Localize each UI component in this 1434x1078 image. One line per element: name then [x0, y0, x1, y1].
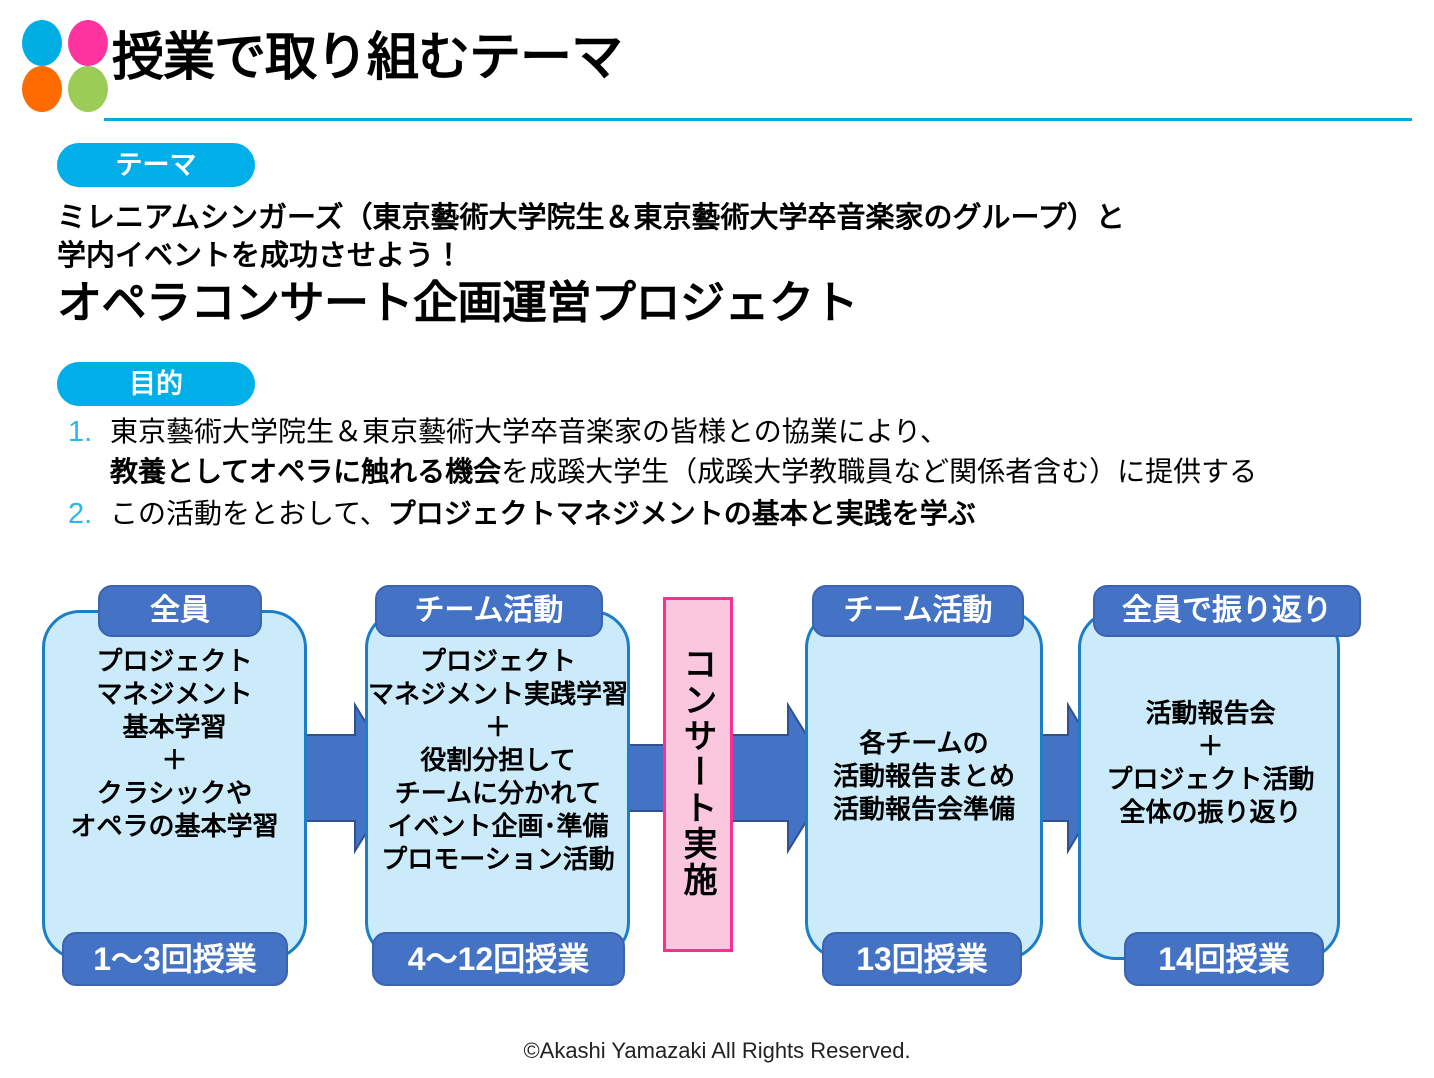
flow-step-4-footer-pill: 14回授業 — [1124, 932, 1324, 986]
logo-dot-orange-icon — [22, 66, 62, 112]
flow-step-3-footer-pill: 13回授業 — [822, 932, 1022, 986]
logo-dot-pink-icon — [68, 20, 108, 66]
theme-project-title: オペラコンサート企画運営プロジェクト — [57, 277, 859, 328]
flow-step-3-body: 各チームの 活動報告まとめ 活動報告会準備 — [832, 728, 1015, 824]
flow-step-1-header-pill: 全員 — [98, 585, 262, 637]
flow-step-2-footer-pill: 4〜12回授業 — [372, 932, 625, 986]
flow-step-4-header-pill: 全員で振り返り — [1093, 585, 1361, 637]
theme-line-1: ミレニアムシンガーズ（東京藝術大学院生＆東京藝術大学卒音楽家のグループ）と — [57, 202, 1125, 234]
purpose-1-line2: を成蹊大学生（成蹊大学教職員など関係者含む）に提供する — [501, 456, 1258, 487]
flow-step-2-body: プロジェクト マネジメント実践学習 ＋ 役割分担して チームに分かれて イベント… — [367, 646, 628, 874]
purpose-item-number: 1. — [68, 416, 93, 448]
concert-box: コンサート実施 — [663, 597, 733, 952]
concert-label: コンサート実施 — [678, 646, 716, 898]
copyright-footer: ©Akashi Yamazaki All Rights Reserved. — [523, 1038, 911, 1063]
flow-step-1-body: プロジェクト マネジメント 基本学習 ＋ クラシックや オペラの基本学習 — [70, 646, 279, 841]
purpose-item-text: この活動をとおして、プロジェクトマネジメントの基本と実践を学ぶ — [110, 494, 976, 534]
page-title: 授業で取り組むテーマ — [112, 29, 623, 87]
list-item: 1. 東京藝術大学院生＆東京藝術大学卒音楽家の皆様との協業により、 教養としてオ… — [62, 412, 1402, 492]
header-divider — [104, 118, 1412, 121]
logo-dot-green-icon — [68, 66, 108, 112]
purpose-item-text: 東京藝術大学院生＆東京藝術大学卒音楽家の皆様との協業により、 教養としてオペラに… — [110, 412, 1257, 492]
flow-step-3-box — [805, 610, 1043, 960]
list-item: 2. この活動をとおして、プロジェクトマネジメントの基本と実践を学ぶ — [62, 494, 1402, 534]
logo-dots — [22, 20, 110, 112]
purpose-2-line1: この活動をとおして、 — [110, 498, 388, 529]
flow-step-2-header-pill: チーム活動 — [375, 585, 603, 637]
flow-step-4-body: 活動報告会 ＋ プロジェクト活動 全体の振り返り — [1106, 698, 1315, 827]
theme-line-2: 学内イベントを成功させよう！ — [57, 240, 464, 272]
theme-badge: テーマ — [57, 143, 255, 187]
purpose-list: 1. 東京藝術大学院生＆東京藝術大学卒音楽家の皆様との協業により、 教養としてオ… — [62, 412, 1402, 536]
flow-step-4-box — [1078, 610, 1340, 960]
purpose-badge: 目的 — [57, 362, 255, 406]
purpose-2-emphasis: プロジェクトマネジメントの基本と実践を学ぶ — [387, 498, 976, 529]
purpose-1-emphasis: 教養としてオペラに触れる機会 — [110, 456, 502, 487]
purpose-item-number: 2. — [68, 498, 93, 530]
flow-step-1-footer-pill: 1〜3回授業 — [62, 932, 288, 986]
logo-dot-cyan-icon — [22, 20, 62, 66]
purpose-1-line1: 東京藝術大学院生＆東京藝術大学卒音楽家の皆様との協業により、 — [110, 416, 949, 447]
flow-step-3-header-pill: チーム活動 — [812, 585, 1024, 637]
